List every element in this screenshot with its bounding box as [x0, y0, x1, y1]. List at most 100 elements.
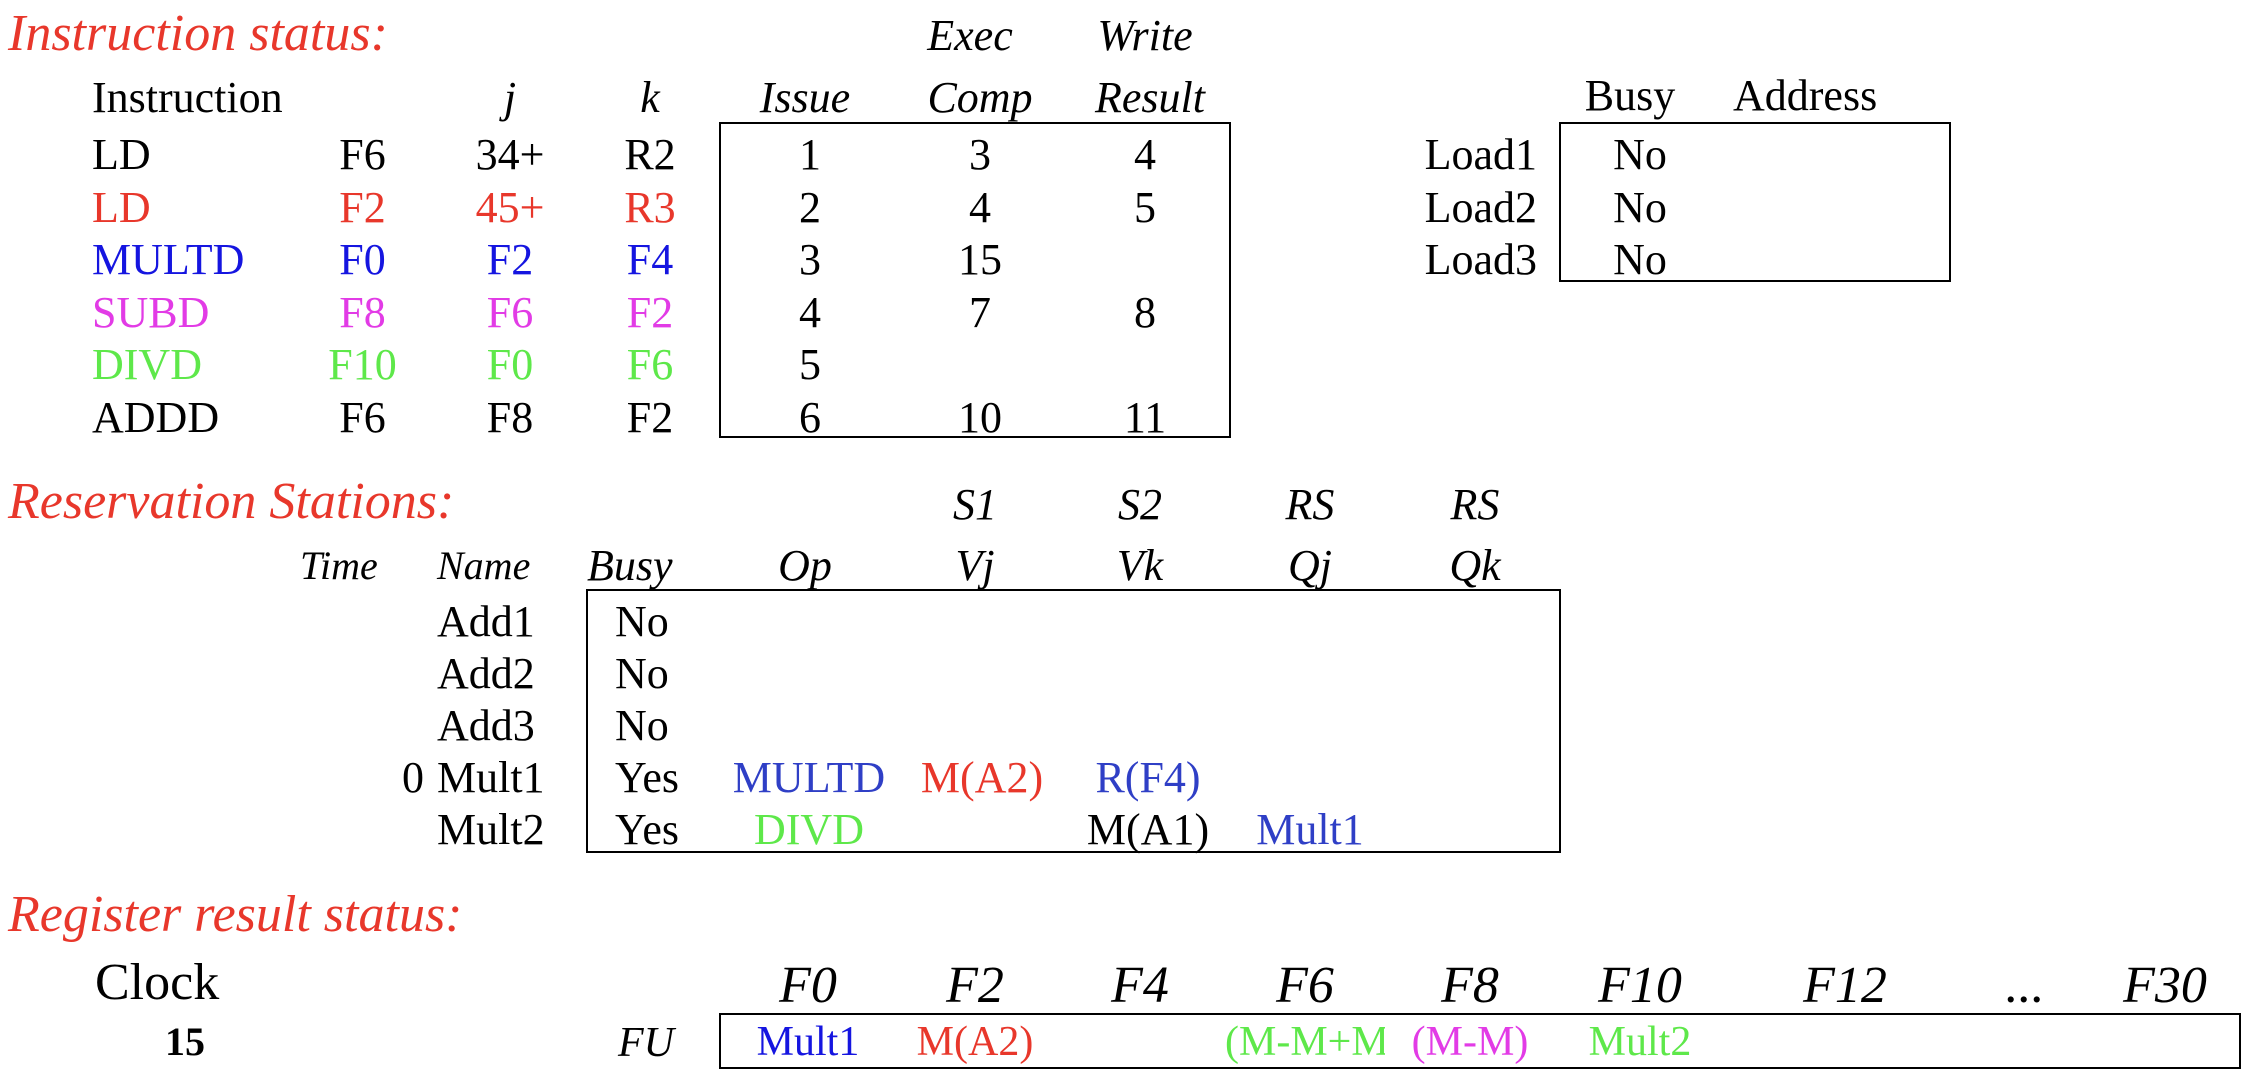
exec-comp-cell: 4 — [969, 183, 991, 232]
register-fu-value: M(A2) — [916, 1021, 1034, 1065]
load-buffers-box — [1559, 122, 1951, 282]
rs-vk: R(F4) — [1095, 753, 1201, 802]
rs-vk: M(A1) — [1086, 805, 1210, 854]
load-buffer-busy: No — [1613, 130, 1667, 179]
rs-qk-header-top: RS — [1450, 480, 1500, 529]
rs-busy: No — [615, 597, 669, 646]
instruction-k: R2 — [624, 130, 676, 179]
reservation-stations-heading: Reservation Stations: — [8, 473, 455, 530]
rs-name: Mult1 — [437, 753, 545, 802]
instruction-j: F6 — [486, 288, 534, 337]
instruction-j: F2 — [486, 235, 534, 284]
name-header: Name — [437, 543, 531, 588]
exec-header-top: Exec — [927, 11, 1013, 60]
register-fu-value — [2085, 1021, 2245, 1067]
rs-busy: No — [615, 701, 669, 750]
issue-cell: 1 — [799, 130, 821, 179]
register-header: F4 — [1111, 957, 1169, 1014]
load-buffer-name: Load1 — [1424, 130, 1537, 179]
write-result-cell: 5 — [1134, 183, 1156, 232]
s2-header: S2 — [1118, 480, 1162, 529]
instruction-dest: F10 — [328, 340, 397, 389]
instruction-op: MULTD — [92, 235, 245, 284]
exec-header-bottom: Comp — [927, 73, 1033, 122]
instruction-dest: F8 — [339, 288, 386, 337]
issue-cell: 6 — [799, 393, 821, 442]
instruction-dest: F0 — [339, 235, 386, 284]
load-buffer-name: Load3 — [1424, 235, 1537, 284]
register-fu-value — [1765, 1021, 1925, 1067]
time-header: Time — [300, 543, 378, 588]
register-header: F0 — [779, 957, 837, 1014]
instruction-j: F0 — [486, 340, 534, 389]
s1-header: S1 — [953, 480, 997, 529]
instruction-dest: F6 — [339, 130, 386, 179]
load-buffer-busy: No — [1613, 183, 1667, 232]
rs-name: Add1 — [437, 597, 535, 646]
register-fu-value — [1945, 1021, 2105, 1067]
load-buffer-name: Load2 — [1424, 183, 1537, 232]
reservation-stations-box — [586, 589, 1561, 853]
issue-header: Issue — [759, 73, 851, 122]
instruction-status-heading: Instruction status: — [8, 5, 388, 62]
load-busy-header: Busy — [1584, 71, 1676, 120]
vk-header: Vk — [1116, 541, 1164, 590]
exec-comp-cell: 7 — [969, 288, 991, 337]
qj-header: Qj — [1288, 541, 1332, 590]
issue-cell: 3 — [799, 235, 821, 284]
exec-comp-cell: 3 — [969, 130, 991, 179]
instruction-op: DIVD — [92, 340, 202, 389]
register-fu-value: Mult2 — [1588, 1021, 1692, 1065]
rs-name: Add3 — [437, 701, 535, 750]
instruction-op: LD — [92, 130, 151, 179]
instruction-op: LD — [92, 183, 151, 232]
instruction-header: Instruction — [92, 73, 283, 122]
register-header: F6 — [1276, 957, 1334, 1014]
rs-busy: Yes — [615, 753, 680, 802]
vj-header: Vj — [955, 541, 995, 590]
register-header: F12 — [1803, 957, 1887, 1014]
rs-time: 0 — [402, 753, 424, 802]
rs-busy: Yes — [615, 805, 680, 854]
rs-op: DIVD — [754, 805, 864, 854]
instruction-k: F6 — [626, 340, 674, 389]
register-header: F10 — [1598, 957, 1682, 1014]
clock-value: 15 — [165, 1019, 205, 1064]
rs-name: Mult2 — [437, 805, 545, 854]
rs-qj-header-top: RS — [1285, 480, 1335, 529]
k-header: k — [640, 73, 660, 122]
instruction-dest: F6 — [339, 393, 386, 442]
issue-cell: 4 — [799, 288, 821, 337]
rs-qj: Mult1 — [1256, 805, 1364, 854]
rs-name: Add2 — [437, 649, 535, 698]
instruction-k: R3 — [624, 183, 676, 232]
write-header-top: Write — [1097, 11, 1193, 60]
register-header: F2 — [946, 957, 1004, 1014]
write-header-bottom: Result — [1095, 73, 1205, 122]
instruction-j: 34+ — [475, 130, 545, 179]
register-result-status-heading: Register result status: — [8, 886, 463, 943]
load-address-header: Address — [1733, 71, 1878, 120]
exec-comp-cell: 15 — [958, 235, 1002, 284]
instruction-dest: F2 — [339, 183, 386, 232]
instruction-op: ADDD — [92, 393, 220, 442]
instruction-status-box — [719, 122, 1231, 438]
qk-header: Qk — [1449, 541, 1501, 590]
register-fu-value: (M-M+M — [1225, 1021, 1385, 1065]
register-fu-value: (M-M) — [1411, 1021, 1529, 1065]
register-header: F30 — [2123, 957, 2207, 1014]
clock-label: Clock — [95, 954, 220, 1011]
register-header: ... — [2005, 957, 2045, 1014]
write-result-cell: 4 — [1134, 130, 1156, 179]
register-header: F8 — [1441, 957, 1499, 1014]
j-header: j — [503, 73, 517, 122]
fu-label: FU — [618, 1020, 674, 1066]
instruction-j: 45+ — [475, 183, 545, 232]
issue-cell: 2 — [799, 183, 821, 232]
op-header: Op — [778, 541, 832, 590]
register-fu-value: Mult1 — [756, 1021, 860, 1065]
register-fu-value — [1060, 1021, 1220, 1067]
exec-comp-cell: 10 — [958, 393, 1002, 442]
instruction-j: F8 — [486, 393, 534, 442]
load-buffer-busy: No — [1613, 235, 1667, 284]
